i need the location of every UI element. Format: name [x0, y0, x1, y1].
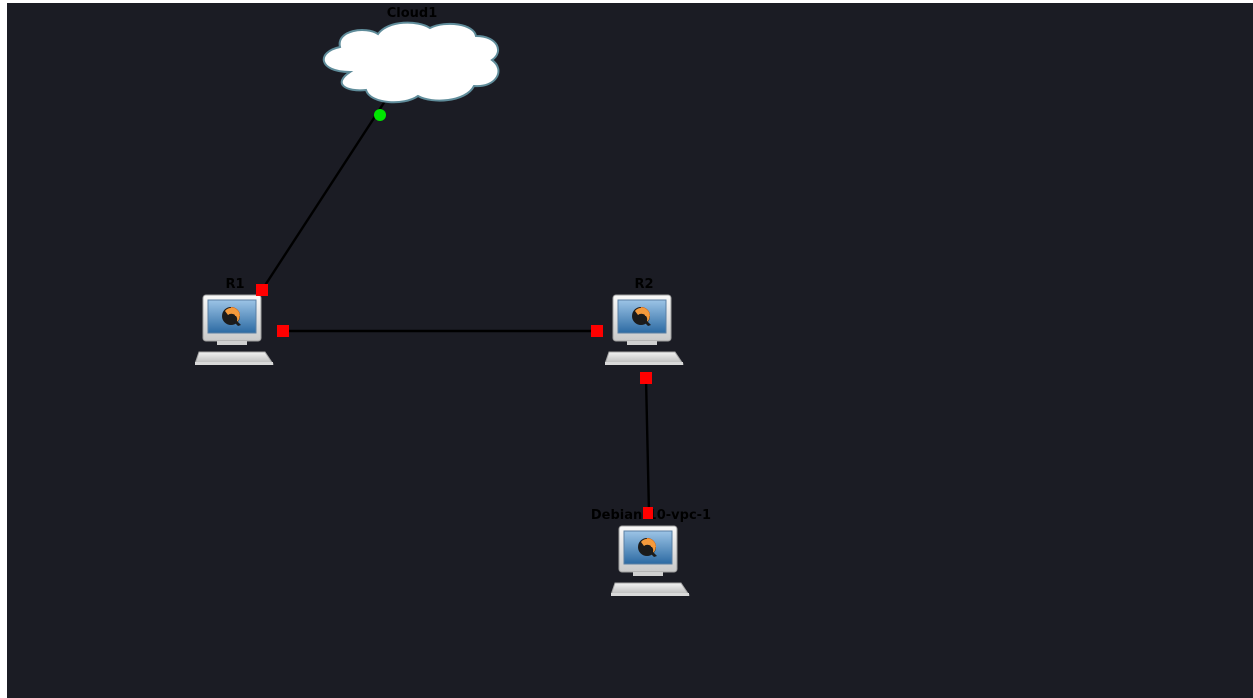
port-indicators	[256, 109, 653, 519]
link-r2-debian[interactable]	[644, 377, 651, 514]
qemu-computer-icon	[611, 525, 690, 597]
link-cloud1-r1[interactable]	[260, 94, 391, 291]
node-r2[interactable]: R2	[605, 277, 684, 366]
node-r1[interactable]: R1	[195, 277, 274, 366]
port-status-r2-debian-stopped	[640, 372, 652, 384]
port-status-r2-r1-stopped	[591, 325, 603, 337]
cloud-icon	[322, 21, 500, 104]
links-layer	[260, 94, 651, 514]
node-label-r2: R2	[634, 277, 653, 292]
qemu-computer-icon	[605, 294, 684, 366]
port-status-cloud1-started	[374, 109, 386, 121]
port-status-r1-cloud1-stopped	[256, 284, 268, 296]
node-label-r1: R1	[225, 277, 244, 292]
port-status-debian-r2-stopped	[643, 507, 653, 519]
node-label-cloud1: Cloud1	[387, 6, 438, 21]
qemu-computer-icon	[195, 294, 274, 366]
canvas-background	[7, 3, 1253, 698]
node-cloud1[interactable]: Cloud1	[322, 6, 500, 104]
port-status-r1-r2-stopped	[277, 325, 289, 337]
